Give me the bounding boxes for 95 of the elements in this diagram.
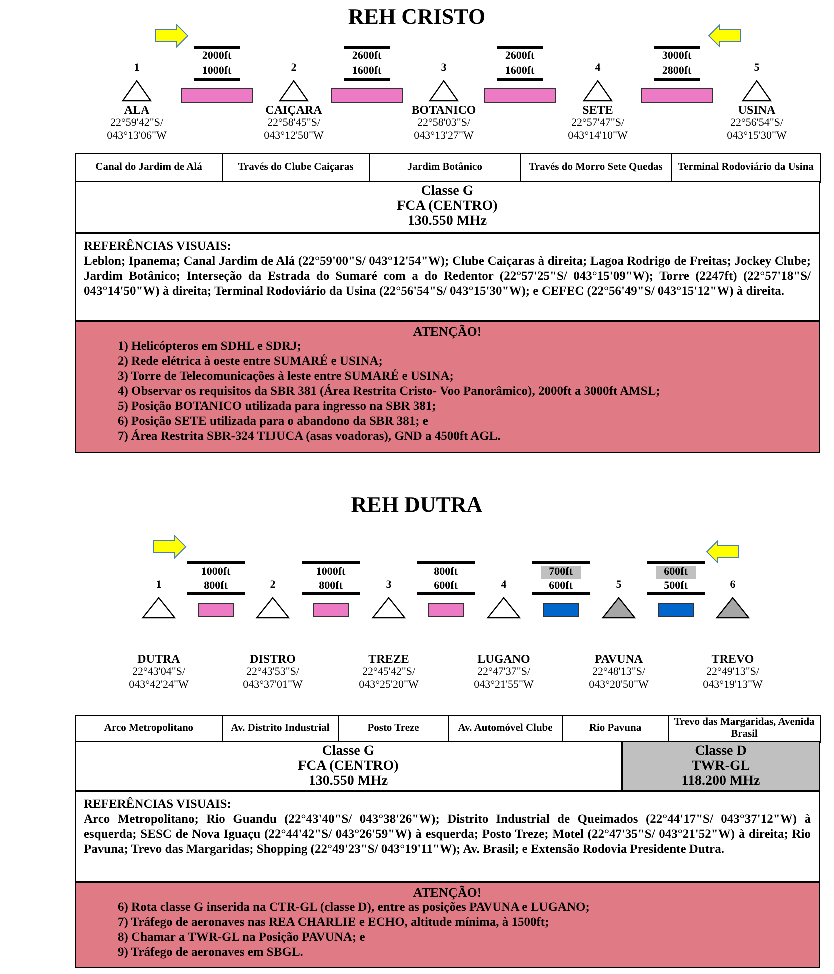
altitude-text: 1000ft (201, 65, 233, 78)
frequency-text: 130.550 MHz (406, 214, 488, 229)
altitude-text: 3000ft (661, 50, 693, 63)
altitude-text: 800ft (203, 580, 229, 593)
section-title: REH DUTRA (350, 492, 484, 518)
route-segment-bar (428, 603, 464, 617)
warning-item: 7) Tráfego de aeronaves nas REA CHARLIE e ECHO, altitude mínima, à 1500ft; (117, 915, 550, 930)
altitude-text: 2600ft (351, 50, 383, 63)
coordinates-text: 22°58'03"S/ 043°13'27"W (413, 117, 475, 143)
position-number: 4 (500, 579, 508, 592)
frequency-text: FCA (CENTRO) (297, 759, 400, 774)
position-number: 3 (440, 62, 448, 75)
position-number: 2 (290, 62, 298, 75)
frequency-text: FCA (CENTRO) (396, 199, 499, 214)
altitude-text: 600ft (656, 566, 696, 579)
route-segment-bar (181, 88, 253, 103)
references-text: Arco Metropolitano; Rio Guandu (22°43'40"S/ 043°38'26"W); Distrito Industrial de Queimados (22°44'17"S/ 043°37'12"W) à esquerda; SESC de Nova Iguaçu (22°44'42"S/ 043°26'59"W) à esquerda; Posto Treze; Motel (22°47'35"S/ 043°21'52"W) à direita; Rio Pavuna; Trevo das Margaridas; Shopping (22°49'23"S/ 043°19'11"W); Av. Brasil; e Extensão Rodovia Presidente Dutra. (84, 812, 811, 857)
warning-item: 8) Chamar a TWR-GL na Posição PAVUNA; e (117, 930, 366, 945)
warning-panel (75, 882, 820, 968)
references-text: Leblon; Ipanema; Canal Jardim de Alá (22°59'00"S/ 043°12'54"W); Clube Caiçaras à direita; Lagoa Rodrigo de Freitas; Jockey Clube; Jardim Botânico; Interseção da Estrada do Sumaré com a do Redentor (22°57'25"S/ 043°15'09"W); Torre (2247ft) (22°57'18"S/ 043°14'50"W) à direita; Terminal Rodoviário da Usina (22°56'54"S/ 043°15'30"W); e CEFEC (22°56'49"S/ 043°15'12"W) à direita. (84, 254, 811, 299)
position-name: CAIÇARA (264, 104, 324, 117)
warning-item: 9) Tráfego de aeronaves em SBGL. (117, 945, 304, 960)
coordinates-text: 22°48'13"S/ 043°20'50"W (588, 666, 650, 692)
panel-heading: REFERÊNCIAS VISUAIS: (84, 239, 232, 254)
altitude-text: 1000ft (200, 566, 232, 579)
position-name: DISTRO (248, 653, 297, 666)
position-name: USINA (737, 104, 777, 117)
coordinates-text: 22°47'37"S/ 043°21'55"W (473, 666, 535, 692)
panel-heading: REFERÊNCIAS VISUAIS: (84, 797, 232, 812)
route-segment-bar (543, 603, 579, 617)
coordinates-text: 22°43'53"S/ 043°37'01"W (242, 666, 304, 692)
coordinates-text: 22°59'42"S/ 043°13'06"W (106, 117, 168, 143)
route-segment-bar (313, 603, 349, 617)
altitude-text: 800ft (433, 566, 459, 579)
position-number: 1 (155, 579, 163, 592)
coordinates-text: 22°49'13"S/ 043°19'13"W (702, 666, 764, 692)
position-name: DUTRA (136, 653, 182, 666)
altitude-text: 1600ft (351, 65, 383, 78)
altitude-text: 700ft (541, 566, 581, 579)
route-segment-bar (484, 88, 556, 103)
altitude-text: 2000ft (201, 50, 233, 63)
frequency-text: Classe G (321, 744, 376, 759)
position-number: 6 (729, 579, 737, 592)
altitude-text: 800ft (318, 580, 344, 593)
route-segment-bar (658, 603, 694, 617)
altitude-text: 500ft (663, 580, 689, 593)
visual-references-panel (75, 791, 820, 882)
frequency-panel (622, 741, 820, 791)
altitude-text: 2800ft (661, 65, 693, 78)
position-name: ALA (123, 104, 151, 117)
panel-heading: ATENÇÃO! (412, 885, 483, 900)
position-number: 2 (269, 579, 277, 592)
panel-heading: ATENÇÃO! (412, 324, 483, 339)
frequency-panel (75, 181, 820, 233)
altitude-text: 2600ft (504, 50, 536, 63)
warning-item: 2) Rede elétrica à oeste entre SUMARÉ e USINA; (117, 354, 384, 369)
position-name: TREZE (368, 653, 410, 666)
route-segment-bar (331, 88, 403, 103)
frequency-text: Classe D (694, 744, 748, 759)
warning-panel (75, 321, 820, 453)
frequency-panel (75, 741, 622, 791)
frequency-text: Classe G (420, 184, 475, 199)
position-number: 5 (615, 579, 623, 592)
altitude-text: 600ft (433, 580, 459, 593)
position-name: TREVO (710, 653, 756, 666)
section-title: REH CRISTO (347, 4, 487, 30)
visual-references-panel (75, 233, 820, 321)
altitude-text: 1000ft (315, 566, 347, 579)
position-number: 5 (753, 62, 761, 75)
route-segment-bar (198, 603, 234, 617)
position-number: 4 (594, 62, 602, 75)
warning-item: 4) Observar os requisitos da SBR 381 (Área Restrita Cristo- Voo Panorâmico), 2000ft a 3000ft AMSL; (117, 384, 662, 399)
altitude-text: 1600ft (504, 65, 536, 78)
warning-item: 7) Área Restrita SBR-324 TIJUCA (asas voadoras), GND a 4500ft AGL. (117, 429, 502, 444)
warning-item: 5) Posição BOTANICO utilizada para ingresso na SBR 381; (117, 399, 438, 414)
frequency-text: 130.550 MHz (308, 774, 390, 789)
warning-item: 1) Helicópteros em SDHL e SDRJ; (117, 339, 302, 354)
coordinates-text: 22°56'54"S/ 043°15'30"W (726, 117, 788, 143)
coordinates-text: 22°43'04"S/ 043°42'24"W (128, 666, 190, 692)
warning-item: 6) Rota classe G inserida na CTR-GL (classe D), entre as posições PAVUNA e LUGANO; (117, 900, 591, 915)
warning-item: 6) Posição SETE utilizada para o abandono da SBR 381; e (117, 414, 430, 429)
position-number: 1 (133, 62, 141, 75)
route-segment-bar (641, 88, 713, 103)
position-number: 3 (385, 579, 393, 592)
position-name: PAVUNA (594, 653, 644, 666)
position-name: LUGANO (476, 653, 532, 666)
frequency-text: TWR-GL (690, 759, 752, 774)
warning-item: 3) Torre de Telecomunicações à leste entre SUMARÉ e USINA; (117, 369, 455, 384)
coordinates-text: 22°57'47"S/ 043°14'10"W (567, 117, 629, 143)
coordinates-text: 22°45'42"S/ 043°25'20"W (358, 666, 420, 692)
coordinates-text: 22°58'45"S/ 043°12'50"W (263, 117, 325, 143)
position-name: SETE (582, 104, 614, 117)
position-name: BOTANICO (410, 104, 478, 117)
altitude-text: 600ft (548, 580, 574, 593)
frequency-text: 118.200 MHz (680, 774, 762, 789)
